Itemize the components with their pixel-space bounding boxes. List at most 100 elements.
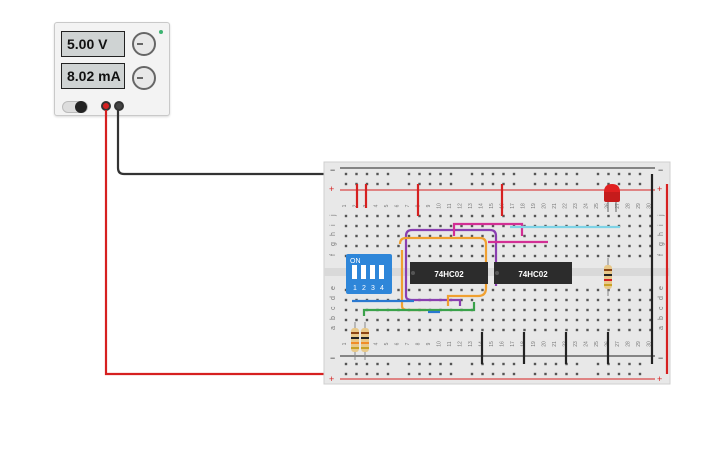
breadboard-hole[interactable] [565, 244, 568, 248]
breadboard-hole[interactable] [491, 244, 495, 248]
rail-hole[interactable] [565, 182, 568, 186]
breadboard-hole[interactable] [628, 214, 631, 218]
breadboard-hole[interactable] [607, 308, 610, 312]
dip-switch[interactable]: ON 1 2 3 4 [346, 254, 392, 294]
breadboard-hole[interactable] [565, 328, 568, 332]
magenta-wire[interactable] [452, 222, 524, 236]
breadboard-hole[interactable] [638, 254, 642, 258]
rail-hole[interactable] [376, 172, 379, 176]
breadboard-hole[interactable] [628, 224, 631, 228]
rail-hole[interactable] [638, 362, 642, 366]
breadboard-hole[interactable] [607, 254, 610, 258]
breadboard-hole[interactable] [470, 318, 474, 322]
breadboard-hole[interactable] [418, 214, 421, 218]
breadboard-hole[interactable] [554, 214, 558, 218]
breadboard-hole[interactable] [544, 318, 547, 322]
breadboard-hole[interactable] [481, 308, 484, 312]
rail-hole[interactable] [386, 362, 390, 366]
breadboard-hole[interactable] [449, 288, 453, 292]
breadboard-hole[interactable] [439, 288, 442, 292]
red-led[interactable] [604, 184, 620, 212]
breadboard-hole[interactable] [617, 234, 621, 238]
breadboard-hole[interactable] [449, 234, 453, 238]
breadboard-hole[interactable] [344, 318, 348, 322]
rail-hole[interactable] [554, 372, 558, 376]
breadboard-hole[interactable] [449, 328, 453, 332]
breadboard-hole[interactable] [554, 298, 558, 302]
breadboard-hole[interactable] [397, 318, 400, 322]
breadboard-hole[interactable] [512, 318, 516, 322]
rail-hole[interactable] [407, 182, 411, 186]
breadboard-hole[interactable] [470, 288, 474, 292]
rail-hole[interactable] [481, 372, 484, 376]
breadboard-hole[interactable] [649, 328, 652, 332]
breadboard-hole[interactable] [376, 318, 379, 322]
rail-hole[interactable] [596, 182, 600, 186]
rail-hole[interactable] [428, 362, 432, 366]
breadboard-hole[interactable] [533, 288, 537, 292]
ic-chip[interactable]: 74HC02 [410, 262, 488, 284]
breadboard-hole[interactable] [344, 244, 348, 248]
breadboard-hole[interactable] [575, 244, 579, 248]
resistor[interactable] [351, 322, 359, 360]
breadboard-hole[interactable] [470, 244, 474, 248]
rail-hole[interactable] [512, 172, 516, 176]
rail-hole[interactable] [596, 372, 600, 376]
breadboard-hole[interactable] [628, 318, 631, 322]
breadboard-hole[interactable] [460, 328, 463, 332]
rail-hole[interactable] [544, 372, 547, 376]
breadboard-hole[interactable] [575, 254, 579, 258]
breadboard-hole[interactable] [428, 234, 432, 238]
breadboard-hole[interactable] [376, 328, 379, 332]
breadboard-hole[interactable] [418, 288, 421, 292]
breadboard-hole[interactable] [628, 308, 631, 312]
rail-hole[interactable] [544, 172, 547, 176]
rail-hole[interactable] [491, 172, 495, 176]
rail-hole[interactable] [407, 372, 411, 376]
rail-hole[interactable] [439, 182, 442, 186]
breadboard-hole[interactable] [502, 224, 505, 228]
breadboard-hole[interactable] [502, 328, 505, 332]
breadboard-hole[interactable] [470, 298, 474, 302]
rail-hole[interactable] [575, 362, 579, 366]
breadboard-hole[interactable] [439, 318, 442, 322]
breadboard-hole[interactable] [428, 214, 432, 218]
breadboard-hole[interactable] [512, 254, 516, 258]
breadboard-hole[interactable] [481, 234, 484, 238]
rail-hole[interactable] [533, 182, 537, 186]
breadboard-hole[interactable] [607, 214, 610, 218]
breadboard-hole[interactable] [491, 224, 495, 228]
rail-hole[interactable] [638, 372, 642, 376]
rail-hole[interactable] [344, 182, 348, 186]
breadboard-hole[interactable] [439, 328, 442, 332]
breadboard-hole[interactable] [407, 328, 411, 332]
rail-hole[interactable] [481, 182, 484, 186]
rail-hole[interactable] [575, 172, 579, 176]
breadboard-hole[interactable] [365, 318, 369, 322]
breadboard-hole[interactable] [596, 298, 600, 302]
breadboard-hole[interactable] [628, 244, 631, 248]
breadboard-hole[interactable] [596, 244, 600, 248]
rail-hole[interactable] [628, 172, 631, 176]
rail-hole[interactable] [344, 172, 348, 176]
breadboard-hole[interactable] [649, 254, 652, 258]
rail-hole[interactable] [607, 372, 610, 376]
breadboard-hole[interactable] [554, 254, 558, 258]
breadboard-hole[interactable] [397, 224, 400, 228]
breadboard-hole[interactable] [596, 254, 600, 258]
rail-hole[interactable] [428, 172, 432, 176]
breadboard-hole[interactable] [628, 288, 631, 292]
breadboard-hole[interactable] [523, 214, 526, 218]
breadboard-hole[interactable] [586, 298, 589, 302]
rail-hole[interactable] [365, 372, 369, 376]
breadboard-hole[interactable] [544, 288, 547, 292]
power-switch[interactable] [62, 101, 88, 113]
rail-hole[interactable] [376, 372, 379, 376]
breadboard-hole[interactable] [533, 308, 537, 312]
breadboard-hole[interactable] [638, 224, 642, 228]
breadboard-hole[interactable] [355, 214, 358, 218]
breadboard-hole[interactable] [481, 214, 484, 218]
breadboard-hole[interactable] [544, 214, 547, 218]
breadboard-hole[interactable] [607, 328, 610, 332]
breadboard-hole[interactable] [418, 234, 421, 238]
